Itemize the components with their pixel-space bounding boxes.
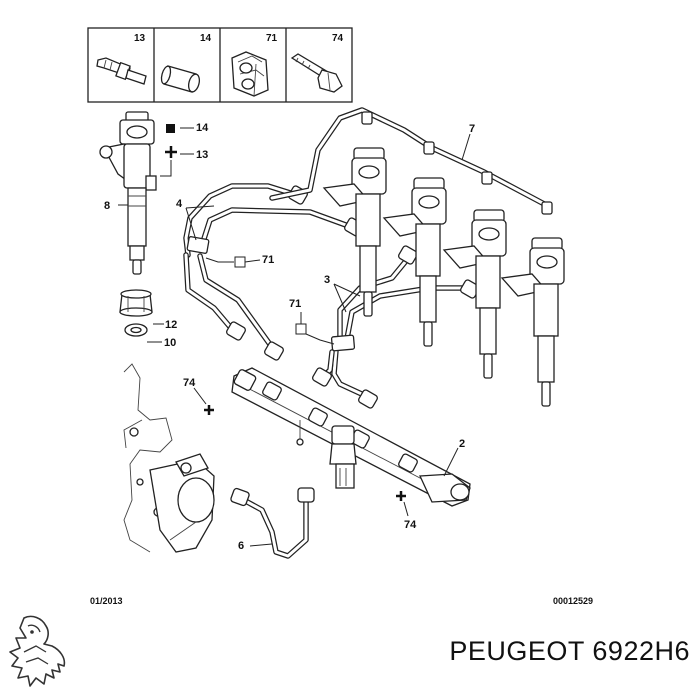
pipe-set-4 [183, 183, 364, 361]
callout-74-lower: 74 [404, 519, 417, 531]
injector-3 [442, 209, 507, 379]
callout-2: 2 [459, 438, 465, 450]
return-line-7 [269, 107, 553, 215]
injector-detail-8 [99, 111, 157, 275]
callout-14: 14 [196, 122, 209, 134]
callout-74-upper: 74 [183, 377, 196, 389]
fuel-rail-2 [231, 367, 471, 507]
footer-date: 01/2013 [90, 596, 123, 606]
callout-10: 10 [164, 337, 176, 349]
footer-code: 00012529 [553, 596, 593, 606]
washer-10 [124, 323, 148, 337]
torque-marker-icon [204, 405, 214, 415]
stud-bolt-icon [96, 57, 147, 85]
sleeve-icon [160, 65, 201, 93]
callout-8: 8 [104, 200, 110, 212]
callout-13: 13 [196, 149, 208, 161]
leader-lines [118, 127, 471, 547]
square-symbol-icon [166, 124, 175, 133]
bracket-clip-icon [231, 51, 269, 97]
bolt-icon [290, 53, 343, 93]
callout-4: 4 [176, 198, 183, 210]
pipe-set-3 [312, 245, 480, 409]
injector-1 [322, 147, 387, 317]
header-box-13-number: 13 [134, 33, 146, 44]
header-box-14-number: 14 [200, 33, 212, 44]
seal-sleeve-12 [119, 289, 153, 317]
callout-71-lower: 71 [289, 298, 301, 310]
engine-block-fragment [123, 363, 215, 553]
part-caption: PEUGEOT 6922H6 [449, 636, 690, 666]
header-box-panel: 13 14 71 74 [87, 27, 353, 103]
callout-3: 3 [324, 274, 330, 286]
callout-6: 6 [238, 540, 244, 552]
injector-4 [500, 237, 565, 407]
header-box-71-number: 71 [266, 33, 278, 44]
reference-square-icon [234, 256, 246, 268]
callout-12: 12 [165, 319, 177, 331]
reference-square-icon [295, 323, 307, 335]
callout-71-upper: 71 [262, 254, 274, 266]
callout-7: 7 [469, 123, 475, 135]
feed-pipe-6 [230, 487, 315, 559]
injector-2 [382, 177, 447, 347]
plus-symbol-icon [165, 146, 177, 158]
peugeot-lion-logo [9, 615, 66, 687]
torque-marker-icon [396, 491, 406, 501]
header-box-74-number: 74 [332, 33, 344, 44]
